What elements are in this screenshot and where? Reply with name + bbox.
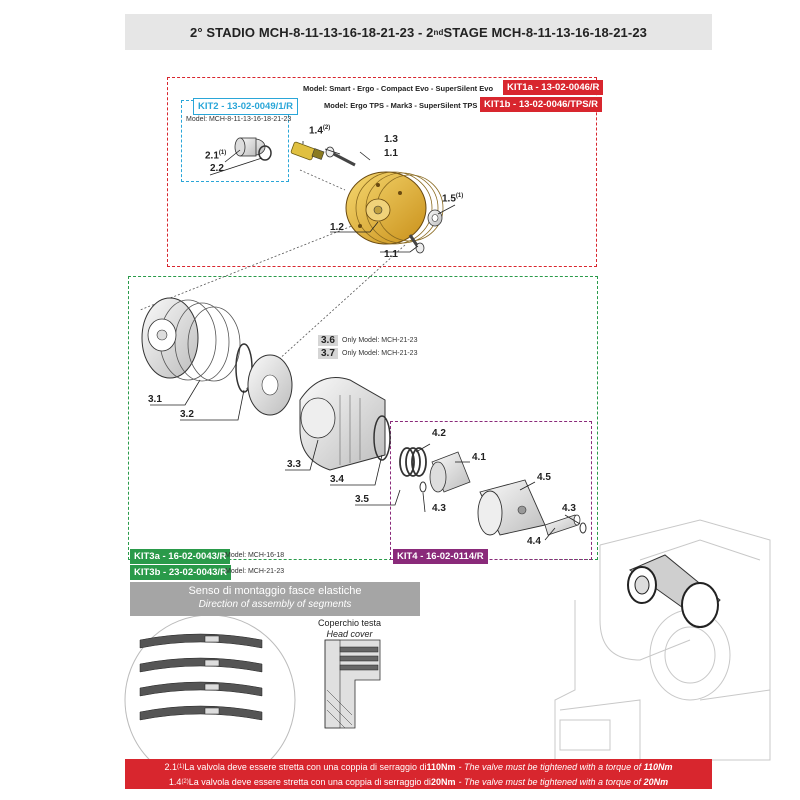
valve-1-4 [290, 141, 325, 161]
part-label-4-1: 4.1 [472, 452, 486, 463]
kit4-group-box [390, 421, 592, 560]
part-note-3-6: Only Model: MCH-21-23 [342, 337, 418, 344]
part-label-1-4: 1.4(2) [309, 125, 331, 137]
piston-ring-detail [124, 614, 296, 786]
part-label-1-3: 1.3 [384, 134, 398, 145]
torque-note-1-4: 1.4(2) La valvola deve essere stretta co… [125, 774, 712, 789]
head-cover-label: Coperchio testa Head cover [318, 618, 382, 639]
part-label-3-4: 3.4 [330, 474, 344, 485]
part-label-4-5: 4.5 [537, 472, 551, 483]
connecting-rod-drawing [627, 554, 721, 628]
connection-lines [139, 169, 406, 391]
kit4-code[interactable]: KIT4 - 16-02-0114/R [393, 549, 488, 564]
part-label-4-4: 4.4 [527, 536, 541, 547]
kit1b-code[interactable]: KIT1b - 13-02-0046/TPS/R [480, 97, 603, 112]
piston-pin-4-5 [477, 479, 546, 536]
part-label-2-2: 2.2 [210, 163, 224, 174]
kit2-models: Model: MCH-8-11-13-16-18-21-23 [186, 116, 292, 123]
part-label-3-3: 3.3 [287, 459, 301, 470]
kit1a-code[interactable]: KIT1a - 13-02-0046/R [503, 80, 604, 95]
cylinder-3-3 [299, 377, 386, 471]
leader-lines [150, 141, 581, 541]
head-cover-section [324, 639, 381, 729]
part-label-2-1: 2.1(1) [205, 150, 227, 162]
kit1b-models: Model: Ergo TPS - Mark3 - SuperSilent TP… [324, 101, 478, 110]
circlip-4-3a [419, 481, 427, 493]
part-label-1-1-top: 1.1 [384, 148, 398, 159]
kit3b-models: Model: MCH-21-23 [225, 568, 285, 575]
valve-2-1 [234, 137, 266, 157]
o-ring-2-2 [258, 145, 272, 161]
rings-4-2 [399, 447, 427, 477]
torque-note-2-1: 2.1(1) La valvola deve essere stretta co… [125, 759, 712, 774]
part-label-3-6: 3.6 [318, 335, 338, 346]
kit1-group-box [167, 77, 597, 267]
part-label-4-2: 4.2 [432, 428, 446, 439]
circlip-4-3b [579, 522, 587, 534]
head-3-1 [141, 297, 241, 382]
nut-1-5 [427, 209, 443, 227]
part-label-1-2: 1.2 [330, 222, 344, 233]
pin-4-4 [544, 514, 581, 536]
part-label-3-7: 3.7 [318, 348, 338, 359]
part-note-3-7: Only Model: MCH-21-23 [342, 350, 418, 357]
kit3b-code[interactable]: KIT3b - 23-02-0043/R [130, 565, 231, 580]
plate-3-6 [247, 354, 293, 416]
part-label-4-3-left: 4.3 [432, 503, 446, 514]
piston-4-1 [429, 451, 471, 493]
gasket-3-4 [373, 415, 391, 461]
part-label-3-2: 3.2 [180, 409, 194, 420]
part-label-3-5: 3.5 [355, 494, 369, 505]
kit3a-models: Model: MCH-16-18 [225, 552, 285, 559]
part-label-4-3-right: 4.3 [562, 503, 576, 514]
bolt-1-3 [325, 146, 356, 167]
kit3-group-box [128, 276, 598, 560]
part-label-1-5: 1.5(1) [442, 193, 464, 205]
part-label-3-1: 3.1 [148, 394, 162, 405]
kit3a-code[interactable]: KIT3a - 16-02-0043/R [130, 549, 231, 564]
assembly-direction-header: Senso di montaggio fasce elastiche Direc… [130, 582, 420, 616]
kit1a-models: Model: Smart - Ergo - Compact Evo - Supe… [303, 84, 494, 93]
kit2-code[interactable]: KIT2 - 13-02-0049/1/R [193, 98, 299, 115]
part-label-1-1-bottom: 1.1 [384, 249, 398, 260]
bolt-1-1 [408, 234, 425, 254]
cylinder-head-1-2 [345, 171, 444, 245]
